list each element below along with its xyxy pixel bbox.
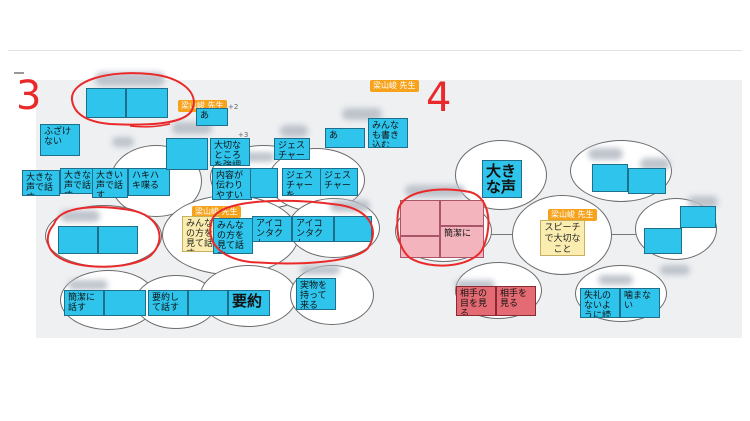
blurred-name [95,72,165,86]
annotation-stroke [129,123,171,128]
sticky-note[interactable] [400,236,440,258]
sticky-note[interactable] [592,164,628,192]
sticky-note[interactable]: 噛まない [620,288,660,318]
annotation-circle [46,206,161,268]
sticky-note[interactable]: みんなの方を見て話す [213,218,253,254]
connector-line [605,234,640,235]
sticky-note[interactable] [440,200,484,226]
sticky-note[interactable]: ジェスチャーを [282,168,322,196]
sticky-note[interactable] [98,226,138,254]
center-note[interactable]: スピーチで大切なこと [540,220,585,256]
sticky-note[interactable] [86,88,126,118]
sticky-note[interactable]: 簡潔に話す [64,290,104,316]
sticky-note[interactable]: 相手の目を見る [456,286,496,316]
sticky-note[interactable]: アイコンタクト [252,216,292,242]
blurred-name [598,275,633,285]
sticky-note[interactable]: 実物を持って来る [296,278,336,310]
blurred-name [300,265,340,275]
annotation-circle [70,72,195,126]
sticky-note[interactable]: 大きな声 [482,160,522,198]
sticky-note[interactable]: みんなも書き込む [368,118,408,148]
sticky-note[interactable]: ふざけない [40,124,80,156]
sticky-note[interactable]: アイコンタクト [292,216,334,242]
sticky-note[interactable]: 要約 [228,290,270,316]
sticky-note[interactable]: ジェスチャー [274,138,310,160]
sticky-note[interactable]: 要約して話す [148,290,188,316]
annotation-circle [209,199,374,265]
blurred-name [330,200,370,212]
sticky-note[interactable] [400,200,440,236]
blurred-name [112,137,134,147]
blurred-name [588,148,623,160]
sticky-note[interactable]: あ [325,128,365,148]
sticky-note[interactable]: ハキハキ喋る [128,168,170,196]
sticky-note[interactable] [166,138,208,170]
blurred-name [455,280,495,290]
blurred-name [405,185,465,197]
annotation-number-4: 4 [426,75,452,121]
mindmap-bubble [512,195,612,275]
blurred-name [68,280,108,290]
sticky-note[interactable] [58,226,98,254]
annotation-circle [396,188,490,267]
blurred-name [280,125,308,137]
blurred-name [640,158,670,170]
sticky-note[interactable]: 簡潔に [440,226,484,258]
collapse-handle-icon[interactable] [14,72,24,74]
sticky-note[interactable]: 大きい声で話す [92,168,128,198]
teacher-tag: 梁山峻 先生 [192,206,241,218]
count-badge: +2 [228,103,239,111]
teacher-tag: 梁山峻 先生 [370,80,419,92]
sticky-note[interactable]: 失礼のないように読む [580,288,620,318]
connector-line [470,234,530,235]
sticky-note[interactable]: 大切なところを強調 [210,138,250,166]
sticky-note[interactable] [250,168,278,198]
sticky-note[interactable] [104,290,146,316]
annotation-number-3: 3 [16,73,42,119]
sticky-note[interactable] [644,228,682,254]
sticky-note[interactable] [188,290,228,316]
sticky-note[interactable]: 内容が伝わりやすいように [212,168,252,200]
teacher-tag: 梁山峻 先生 [548,209,597,221]
blurred-name [342,108,382,120]
blurred-name [660,265,690,275]
blurred-name [235,152,275,162]
count-badge: +3 [238,131,249,139]
blurred-name [688,196,718,208]
sticky-note[interactable]: あ [196,108,228,126]
sticky-note[interactable]: ジェスチャー [320,168,358,196]
sticky-note[interactable] [680,206,716,228]
sticky-note[interactable]: 大きな声で話す [22,170,60,196]
sticky-note[interactable]: 相手を見る [496,286,536,316]
sticky-note[interactable] [126,88,168,118]
sticky-note[interactable] [628,168,666,194]
sticky-note[interactable] [334,216,372,242]
blurred-name [60,210,100,222]
